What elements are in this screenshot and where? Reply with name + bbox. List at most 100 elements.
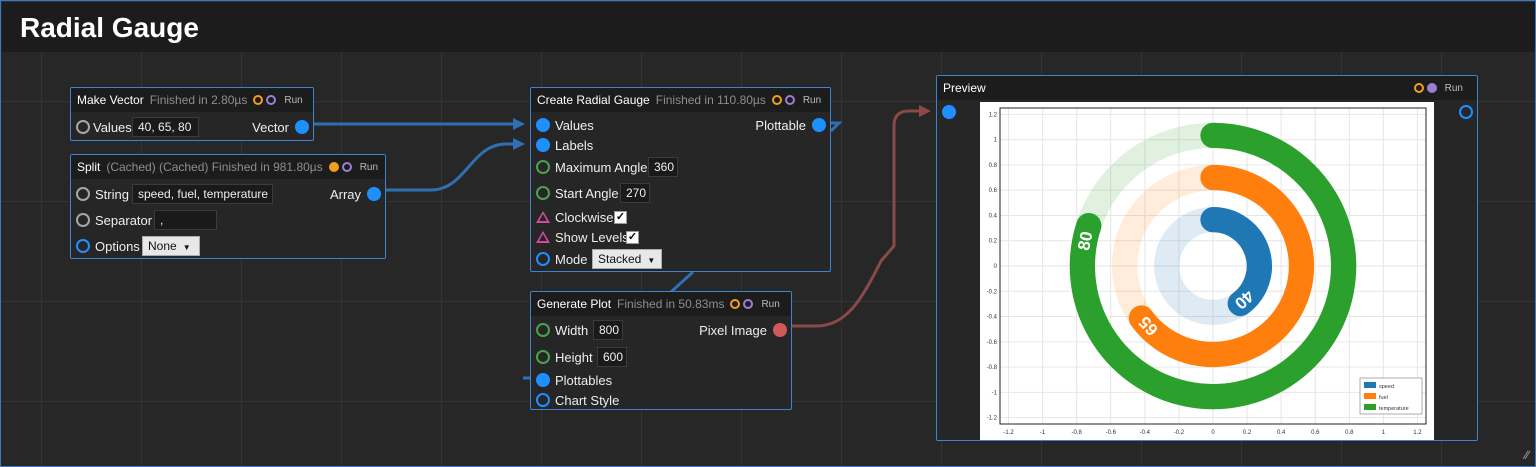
status-indicator-icon bbox=[253, 95, 264, 105]
array-output-port[interactable] bbox=[367, 187, 381, 201]
separator-port[interactable] bbox=[76, 213, 90, 227]
create-radial-gauge-header[interactable]: Create Radial Gauge Finished in 110.80µs… bbox=[531, 88, 830, 112]
show-levels-checkbox[interactable]: ✓ bbox=[626, 230, 639, 244]
values-port[interactable] bbox=[76, 120, 90, 134]
plottables-port[interactable] bbox=[536, 373, 550, 387]
show-levels-port[interactable] bbox=[536, 231, 550, 243]
node-title: Generate Plot bbox=[537, 297, 612, 311]
title-bar: Radial Gauge bbox=[2, 2, 1535, 52]
clockwise-checkbox[interactable]: ✓ bbox=[614, 210, 627, 224]
labels-port[interactable] bbox=[536, 138, 550, 152]
start-angle-port[interactable] bbox=[536, 186, 550, 200]
values-input-row: Values Plottable bbox=[531, 114, 830, 136]
x-tick-label: 0 bbox=[1211, 430, 1215, 436]
max-angle-input-row: Maximum Angle 360 bbox=[531, 156, 830, 178]
show-levels-label: Show Levels bbox=[555, 229, 629, 245]
preview-output-port[interactable] bbox=[1459, 105, 1473, 119]
run-button[interactable]: Run bbox=[1444, 82, 1463, 94]
run-button[interactable]: Run bbox=[359, 161, 379, 173]
legend-entry: speed bbox=[1379, 384, 1394, 390]
max-angle-port[interactable] bbox=[536, 160, 550, 174]
node-status: Finished in 2.80µs bbox=[149, 93, 248, 107]
plottable-output-label: Plottable bbox=[755, 117, 806, 133]
node-title: Preview bbox=[943, 81, 986, 95]
split-node[interactable]: Split (Cached) (Cached) Finished in 981.… bbox=[70, 154, 386, 259]
generate-plot-header[interactable]: Generate Plot Finished in 50.83ms Run bbox=[531, 292, 791, 316]
y-tick-label: -0.6 bbox=[987, 340, 998, 346]
preview-input-port[interactable] bbox=[942, 105, 956, 119]
y-tick-label: -0.2 bbox=[987, 289, 998, 295]
x-tick-label: -0.2 bbox=[1174, 430, 1185, 436]
clockwise-port[interactable] bbox=[536, 211, 550, 223]
x-tick-label: -0.6 bbox=[1106, 430, 1117, 436]
gauge-arc bbox=[1128, 164, 1315, 368]
values-port[interactable] bbox=[536, 118, 550, 132]
legend-swatch bbox=[1364, 393, 1376, 399]
status-indicator-icon bbox=[784, 95, 795, 105]
run-button[interactable]: Run bbox=[802, 94, 822, 106]
max-angle-field[interactable]: 360 bbox=[648, 157, 678, 177]
width-label: Width bbox=[555, 322, 589, 338]
separator-field[interactable]: , bbox=[154, 210, 217, 230]
vector-output-port[interactable] bbox=[295, 120, 309, 134]
width-field[interactable]: 800 bbox=[593, 320, 623, 340]
width-port[interactable] bbox=[536, 323, 550, 337]
start-angle-field[interactable]: 270 bbox=[620, 183, 650, 203]
generate-plot-node[interactable]: Generate Plot Finished in 50.83ms Run Wi… bbox=[530, 291, 792, 410]
x-tick-label: -1.2 bbox=[1003, 430, 1014, 436]
y-tick-label: 1 bbox=[994, 138, 998, 144]
string-field[interactable]: speed, fuel, temperature bbox=[132, 184, 273, 204]
mode-label: Mode bbox=[555, 251, 588, 267]
options-port[interactable] bbox=[76, 239, 90, 253]
legend-swatch bbox=[1364, 404, 1376, 410]
split-header[interactable]: Split (Cached) (Cached) Finished in 981.… bbox=[71, 155, 385, 179]
run-button[interactable]: Run bbox=[761, 298, 780, 310]
pixel-image-output-port[interactable] bbox=[773, 323, 787, 337]
y-tick-label: -1 bbox=[992, 390, 998, 396]
status-indicator-icon bbox=[1426, 83, 1437, 93]
options-select[interactable]: None▼ bbox=[142, 236, 200, 256]
string-label: String bbox=[95, 186, 129, 202]
mode-input-row: Mode Stacked▼ bbox=[531, 248, 830, 270]
node-status: Finished in 50.83ms bbox=[617, 297, 725, 311]
mode-selected-value: Stacked bbox=[598, 252, 642, 266]
string-port[interactable] bbox=[76, 187, 90, 201]
status-indicator-icon bbox=[328, 162, 339, 172]
x-tick-label: 0.4 bbox=[1277, 430, 1286, 436]
y-tick-label: -0.8 bbox=[987, 365, 998, 371]
y-tick-label: 0.6 bbox=[989, 188, 998, 194]
vector-output-label: Vector bbox=[252, 119, 289, 135]
wire-arrow-values bbox=[513, 118, 525, 130]
start-angle-input-row: Start Angle 270 bbox=[531, 182, 830, 204]
preview-header[interactable]: Preview Run bbox=[937, 76, 1477, 100]
mode-port[interactable] bbox=[536, 252, 550, 266]
height-field[interactable]: 600 bbox=[597, 347, 627, 367]
make-vector-header[interactable]: Make Vector Finished in 2.80µs Run bbox=[71, 88, 313, 112]
resize-grip-icon[interactable]: ∕∕ bbox=[1524, 448, 1529, 462]
create-radial-gauge-node[interactable]: Create Radial Gauge Finished in 110.80µs… bbox=[530, 87, 831, 272]
wire-image-to-preview bbox=[787, 109, 927, 328]
string-input-row: String speed, fuel, temperature Array bbox=[71, 183, 385, 205]
plottables-input-row: Plottables bbox=[531, 369, 791, 391]
height-input-row: Height 600 bbox=[531, 346, 791, 368]
chart-style-port[interactable] bbox=[536, 393, 550, 407]
node-status: Finished in 110.80µs bbox=[655, 93, 766, 107]
make-vector-node[interactable]: Make Vector Finished in 2.80µs Run Value… bbox=[70, 87, 314, 141]
plottable-output-port[interactable] bbox=[812, 118, 826, 132]
y-tick-label: 0 bbox=[994, 264, 998, 270]
status-indicator-icon bbox=[266, 95, 277, 105]
values-field[interactable]: 40, 65, 80 bbox=[132, 117, 199, 137]
run-button[interactable]: Run bbox=[284, 94, 303, 106]
x-tick-label: -1 bbox=[1040, 430, 1046, 436]
values-input-row: Values 40, 65, 80 Vector bbox=[71, 116, 313, 138]
x-tick-label: 0.6 bbox=[1311, 430, 1320, 436]
status-indicator-icon bbox=[1413, 83, 1424, 93]
wire-arrow-labels bbox=[513, 138, 525, 150]
x-tick-label: -0.4 bbox=[1140, 430, 1151, 436]
mode-select[interactable]: Stacked▼ bbox=[592, 249, 662, 269]
y-tick-label: -0.4 bbox=[987, 315, 998, 321]
options-input-row: Options None▼ bbox=[71, 235, 385, 257]
height-port[interactable] bbox=[536, 350, 550, 364]
